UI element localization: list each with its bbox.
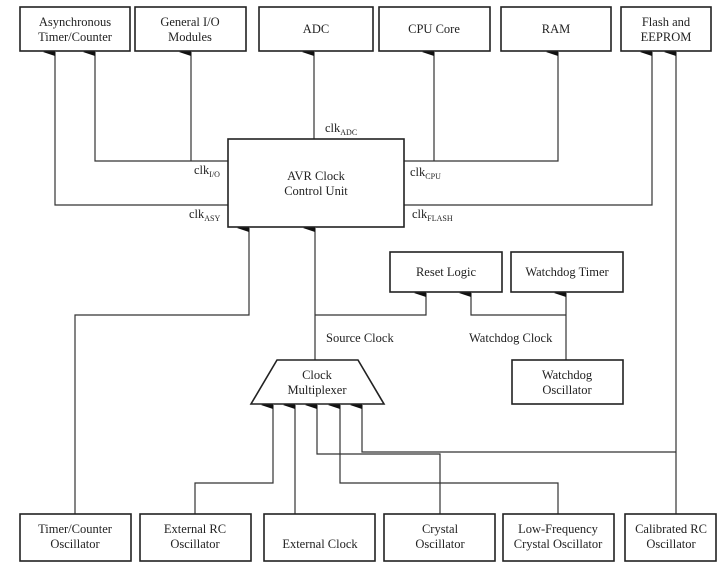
clk-flash-line [404,48,653,206]
block-label: EEPROM [641,30,692,44]
block-clock-control-unit: AVR Clock Control Unit [227,138,405,228]
signal-clk-cpu: clkCPU [410,165,441,181]
block-clock-multiplexer: Clock Multiplexer [249,359,386,405]
block-label: Timer/Counter [38,30,113,44]
block-ram: RAM [500,6,612,52]
ext-rc-line [194,401,274,514]
block-label: Watchdog [542,368,593,382]
block-label: RAM [542,22,570,36]
block-label: AVR Clock [287,169,346,183]
block-label: Timer/Counter [38,522,113,536]
block-adc: ADC [258,6,374,52]
block-low-frequency-crystal-oscillator: Low-Frequency Crystal Oscillator [502,513,615,562]
block-label: Oscillator [50,537,100,551]
block-label: Watchdog Timer [525,265,609,279]
block-label: Oscillator [415,537,465,551]
block-label: Control Unit [284,184,348,198]
signal-clk-asy: clkASY [189,207,221,223]
signal-watchdog-clock: Watchdog Clock [469,331,553,345]
connections [43,48,677,514]
signal-clk-io: clkI/O [194,163,220,179]
block-label: Reset Logic [416,265,477,279]
block-watchdog-timer: Watchdog Timer [510,251,624,293]
block-label: Crystal [422,522,459,536]
tc-osc-line [74,224,250,514]
block-crystal-oscillator: Crystal Oscillator [383,513,496,562]
block-label: Calibrated RC [635,522,707,536]
block-async-timer: Asynchronous Timer/Counter [19,6,131,52]
block-label: Low-Frequency [518,522,599,536]
block-label: Modules [168,30,212,44]
clk-io-line [83,48,228,162]
cal-rc-mux-line [350,401,676,453]
block-label: ADC [303,22,329,36]
block-label: Crystal Oscillator [514,537,603,551]
crystal-line [305,401,441,514]
source-reset-line [315,289,427,316]
block-timer-counter-oscillator: Timer/Counter Oscillator [19,513,132,562]
signal-clk-adc: clkADC [325,121,357,137]
block-reset-logic: Reset Logic [389,251,503,293]
block-label: General I/O [160,15,219,29]
block-external-rc-oscillator: External RC Oscillator [139,513,252,562]
block-label: Clock [302,368,333,382]
signal-clk-flash: clkFLASH [412,207,453,223]
block-label: Flash and [642,15,691,29]
clk-cpu-line [404,48,559,162]
block-label: Oscillator [646,537,696,551]
block-label: External RC [164,522,226,536]
block-external-clock: External Clock [263,513,376,562]
block-watchdog-oscillator: Watchdog Oscillator [511,359,624,405]
signal-source-clock: Source Clock [326,331,394,345]
watchdog-reset-line [459,289,566,316]
block-label: Oscillator [542,383,592,397]
block-cpu-core: CPU Core [378,6,491,52]
block-calibrated-rc-oscillator: Calibrated RC Oscillator [624,513,717,562]
block-label: Asynchronous [39,15,111,29]
clk-asy-line [43,48,228,206]
block-label: External Clock [282,537,358,551]
block-label: Oscillator [170,537,220,551]
lf-crystal-line [328,401,559,514]
block-label: CPU Core [408,22,460,36]
block-general-io: General I/O Modules [134,6,247,52]
block-flash-eeprom: Flash and EEPROM [620,6,712,52]
block-label: Multiplexer [287,383,347,397]
